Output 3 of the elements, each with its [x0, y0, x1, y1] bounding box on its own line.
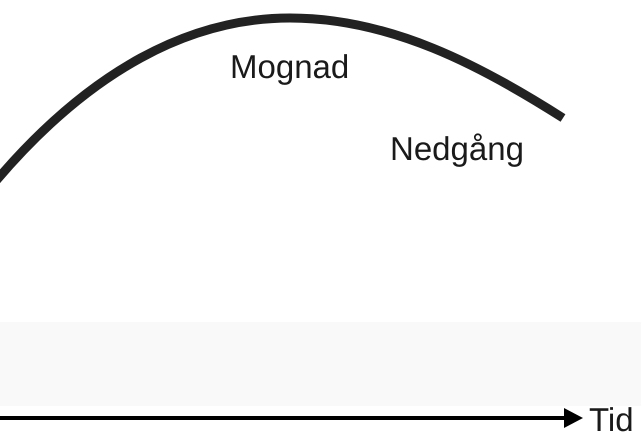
- stage-label: Nedgång: [390, 132, 524, 165]
- axis-label: Tid: [589, 403, 634, 436]
- stage-label: Mognad: [230, 50, 350, 83]
